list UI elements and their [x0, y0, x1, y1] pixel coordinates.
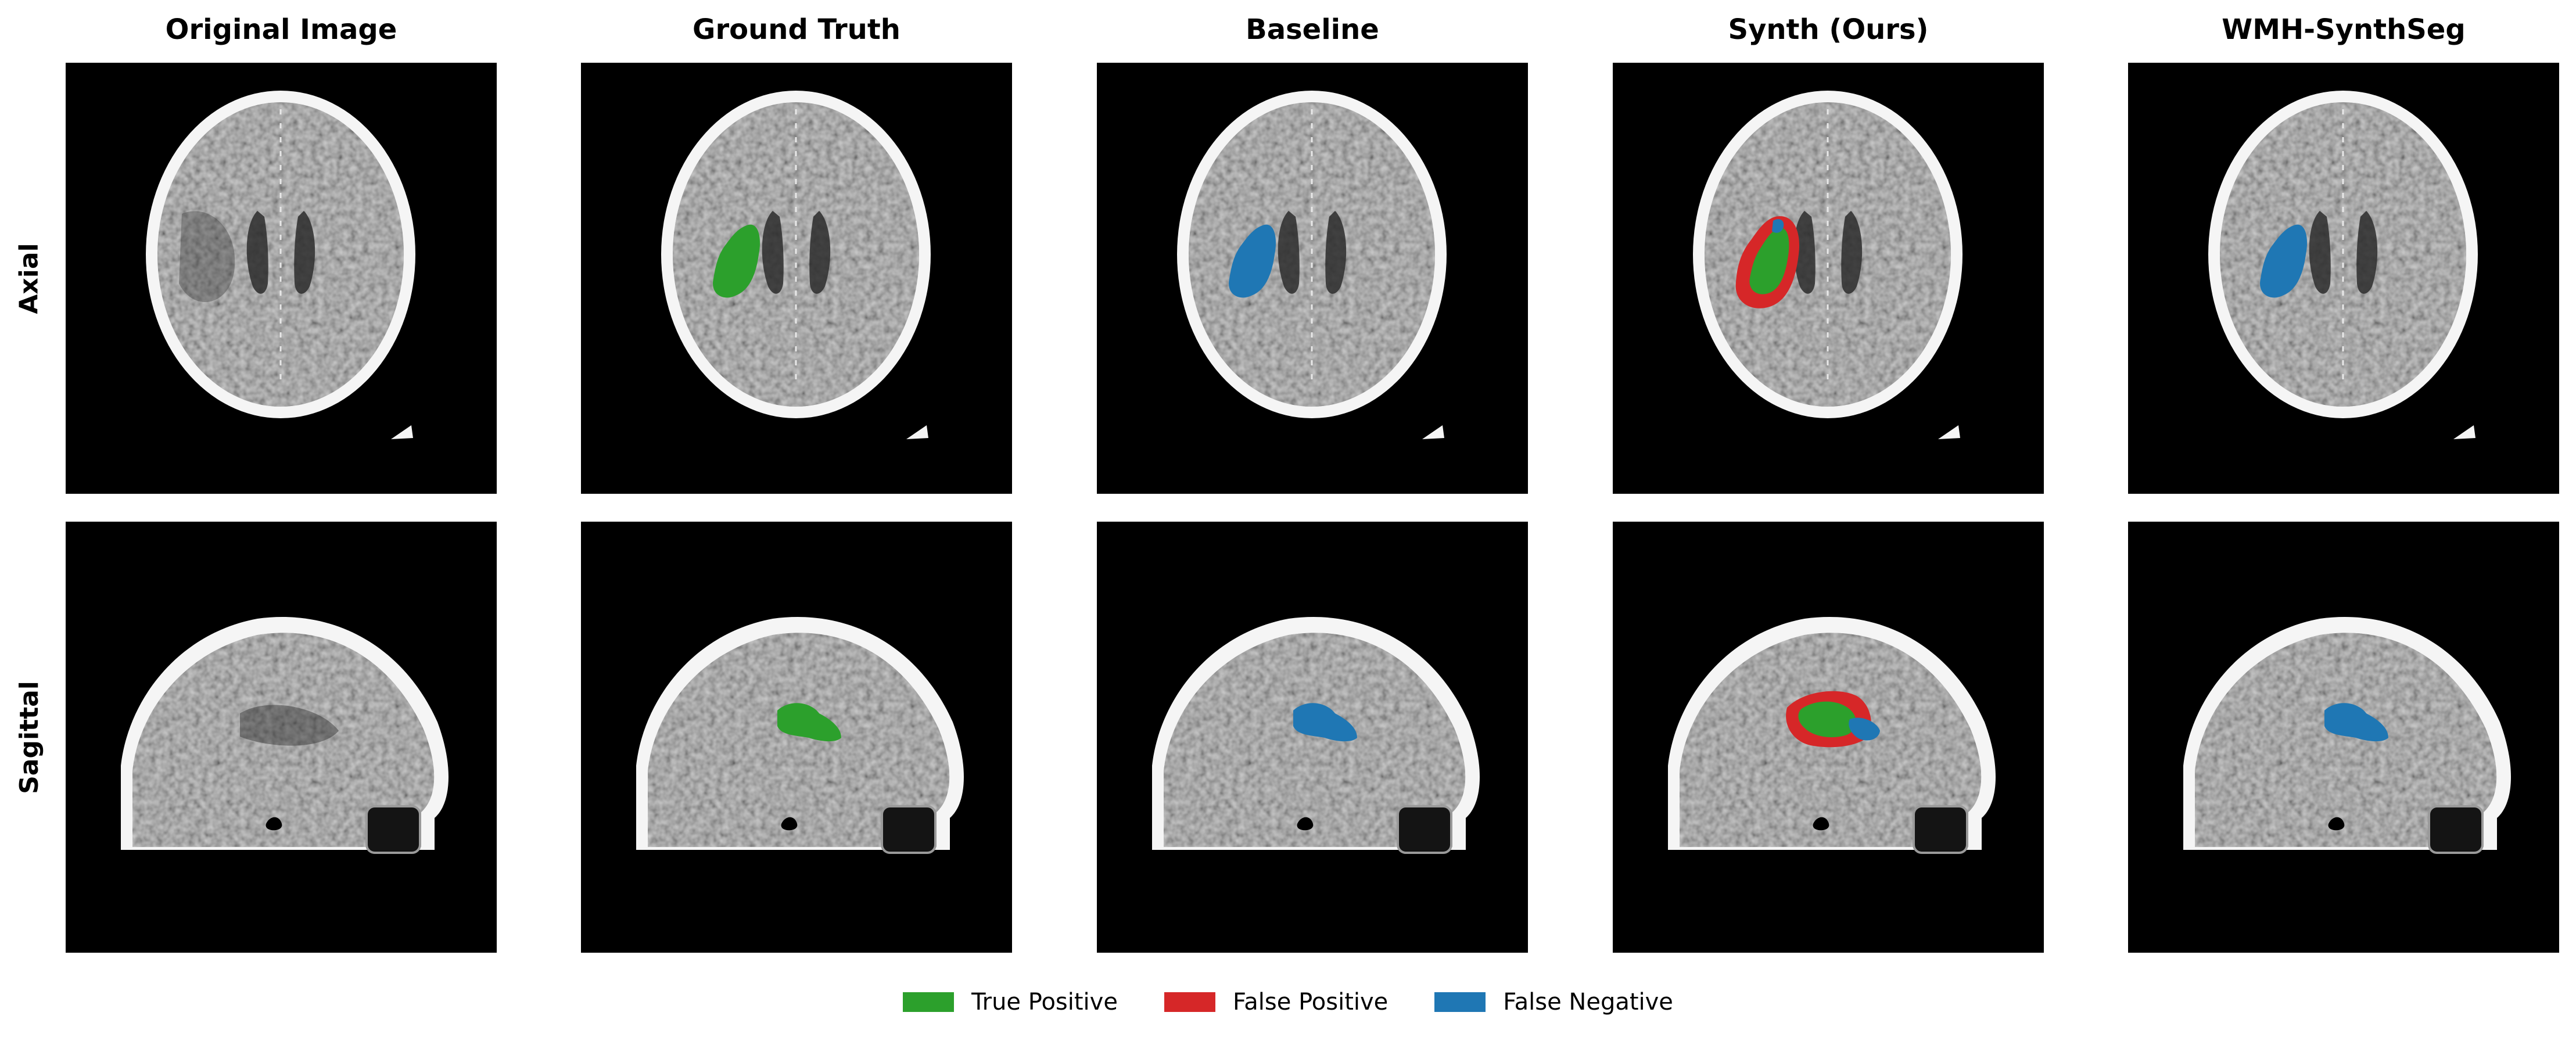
- column-title-original: Original Image: [165, 13, 397, 46]
- legend-label-true-positive: True Positive: [971, 989, 1118, 1015]
- axial-synth-image: [1613, 63, 2044, 494]
- legend-item-false-positive: False Positive: [1164, 989, 1388, 1015]
- sagittal-wmh-synthseg-image: [2128, 522, 2559, 953]
- panel-sagittal-baseline: [1097, 522, 1528, 953]
- axial-baseline-image: [1097, 63, 1528, 494]
- panel-sagittal-original: [66, 522, 497, 953]
- legend-item-true-positive: True Positive: [903, 989, 1118, 1015]
- legend-swatch-false-positive: [1164, 992, 1215, 1012]
- column-title-baseline: Baseline: [1246, 13, 1379, 46]
- sagittal-baseline-false-negative-mask: [1293, 703, 1357, 742]
- row-label-sagittal: Sagittal: [0, 522, 58, 953]
- legend-item-false-negative: False Negative: [1434, 989, 1673, 1015]
- sagittal-original-image: [66, 522, 497, 953]
- sagittal-gt-true-positive-mask: [777, 703, 841, 742]
- legend-swatch-true-positive: [903, 992, 955, 1012]
- sagittal-synth-false-negative-mask: [1849, 717, 1880, 741]
- row-label-axial: Axial: [0, 63, 58, 494]
- axial-wmh-false-negative-mask: [2260, 224, 2308, 298]
- axial-synth-true-positive-mask: [1749, 228, 1789, 295]
- sagittal-wmh-false-negative-mask: [2324, 703, 2388, 742]
- legend-label-false-positive: False Positive: [1232, 989, 1389, 1015]
- column-title-wmh-synthseg: WMH-SynthSeg: [2222, 13, 2466, 46]
- panel-axial-wmh-synthseg: [2128, 63, 2559, 494]
- panel-axial-ground-truth: [581, 63, 1012, 494]
- sagittal-synth-image: [1613, 522, 2044, 953]
- axial-baseline-false-negative-mask: [1229, 224, 1276, 298]
- axial-original-image: [66, 63, 497, 494]
- axial-wmh-synthseg-image: [2128, 63, 2559, 494]
- panel-axial-original: [66, 63, 497, 494]
- axial-gt-true-positive-mask: [713, 224, 760, 298]
- legend-label-false-negative: False Negative: [1503, 989, 1673, 1015]
- sagittal-baseline-image: [1097, 522, 1528, 953]
- axial-synth-false-negative-mask: [1772, 219, 1784, 233]
- panel-sagittal-ground-truth: [581, 522, 1012, 953]
- panel-axial-baseline: [1097, 63, 1528, 494]
- row-label-sagittal-text: Sagittal: [14, 680, 44, 794]
- panel-axial-synth: [1613, 63, 2044, 494]
- column-title-ground-truth: Ground Truth: [693, 13, 900, 46]
- row-label-axial-text: Axial: [14, 242, 44, 314]
- legend: True Positive False Positive False Negat…: [0, 988, 2576, 1017]
- panel-sagittal-synth: [1613, 522, 2044, 953]
- axial-ground-truth-image: [581, 63, 1012, 494]
- sagittal-synth-true-positive-mask: [1798, 701, 1856, 738]
- legend-swatch-false-negative: [1434, 992, 1486, 1012]
- sagittal-ground-truth-image: [581, 522, 1012, 953]
- column-title-synth: Synth (Ours): [1728, 13, 1929, 46]
- panel-sagittal-wmh-synthseg: [2128, 522, 2559, 953]
